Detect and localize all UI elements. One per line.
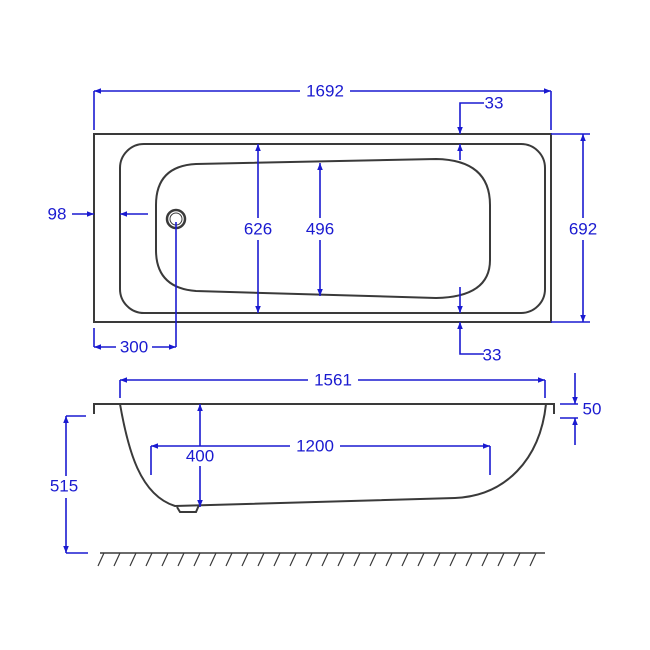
label-626: 626	[244, 220, 272, 239]
drain-outlet	[176, 504, 200, 513]
hatch-mark	[433, 552, 441, 567]
hatch-mark	[481, 552, 489, 567]
label-1561: 1561	[314, 371, 352, 390]
label-300: 300	[120, 338, 148, 357]
hatch-mark	[529, 552, 537, 567]
dim-rim-thickness: 50	[560, 373, 601, 445]
hatch-mark	[465, 552, 473, 567]
hatch-mark	[369, 552, 377, 567]
hatch-mark	[193, 552, 201, 567]
hatch-mark	[113, 552, 121, 567]
dim-inner-width: 626	[238, 144, 278, 313]
side-view	[93, 403, 555, 513]
dim-basin-width: 496	[300, 163, 340, 296]
hatch-mark	[513, 552, 521, 567]
hatch-mark	[305, 552, 313, 567]
tub-profile	[119, 403, 547, 508]
dim-height: 515	[46, 415, 88, 554]
hatch-mark	[273, 552, 281, 567]
hatch-mark	[257, 552, 265, 567]
label-1200: 1200	[296, 437, 334, 456]
dim-drain-offset: 300	[93, 222, 177, 357]
rim-profile	[93, 403, 555, 414]
hatch-mark	[225, 552, 233, 567]
hatch-mark	[449, 552, 457, 567]
label-515: 515	[50, 477, 78, 496]
hatch-mark	[161, 552, 169, 567]
hatch-mark	[401, 552, 409, 567]
dim-top-length: 1561	[119, 369, 546, 398]
dim-rim-bottom: 33	[457, 287, 502, 365]
hatch-mark	[353, 552, 361, 567]
dim-depth: 400	[181, 404, 219, 507]
hatch-mark	[209, 552, 217, 567]
label-1692: 1692	[306, 82, 344, 101]
dim-overall-length: 1692	[93, 80, 552, 130]
dim-floor-length: 1200	[150, 435, 491, 475]
dim-rim-top: 33	[457, 94, 504, 160]
hatch-mark	[321, 552, 329, 567]
hatch-mark	[289, 552, 297, 567]
top-view	[93, 133, 552, 323]
label-50: 50	[583, 400, 602, 419]
label-33-bottom: 33	[483, 346, 502, 365]
basin-outline	[155, 157, 491, 300]
label-692: 692	[569, 220, 597, 239]
label-400: 400	[186, 447, 214, 466]
label-98: 98	[48, 205, 67, 224]
inner-rim	[119, 143, 546, 314]
hatch-mark	[145, 552, 153, 567]
dim-overall-width: 692	[551, 133, 604, 323]
hatch-mark	[497, 552, 505, 567]
outer-rim	[93, 133, 552, 323]
floor-hatch	[97, 552, 545, 567]
dim-rim-end: 98	[48, 205, 148, 224]
hatch-mark	[129, 552, 137, 567]
hatch-mark	[177, 552, 185, 567]
hatch-mark	[337, 552, 345, 567]
hatch-mark	[241, 552, 249, 567]
label-496: 496	[306, 220, 334, 239]
hatch-mark	[385, 552, 393, 567]
hatch-mark	[417, 552, 425, 567]
hatch-mark	[97, 552, 105, 567]
label-33-top: 33	[485, 94, 504, 113]
